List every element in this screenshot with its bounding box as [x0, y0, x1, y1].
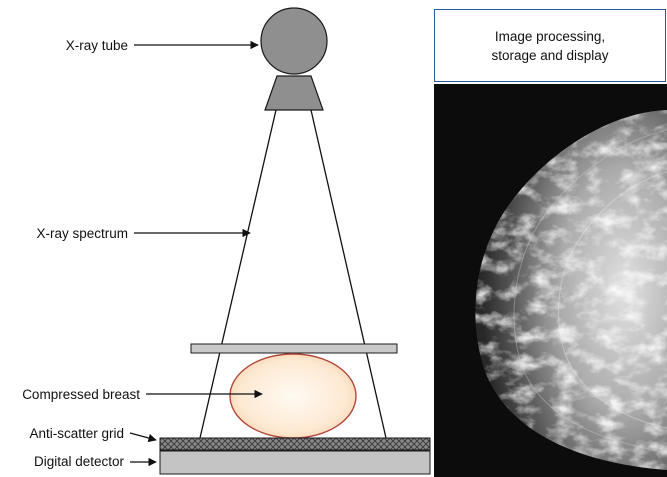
xray-beam	[199, 109, 387, 439]
anti-scatter-grid-shape	[159, 437, 431, 451]
xray-tube-icon	[260, 7, 328, 111]
panel-title-line1: Image processing,	[494, 28, 606, 44]
digital-detector-shape	[159, 450, 431, 475]
image-processing-panel-title: Image processing, storage and display	[434, 9, 666, 82]
compressed-breast-shape	[229, 353, 357, 439]
label-compressed-breast: Compressed breast	[22, 387, 140, 402]
label-digital-detector: Digital detector	[34, 454, 125, 469]
label-anti-scatter-grid: Anti-scatter grid	[29, 426, 124, 441]
label-xray-spectrum: X-ray spectrum	[36, 226, 128, 241]
label-compressed-breast-group: Compressed breast	[22, 387, 263, 402]
label-xray-tube: X-ray tube	[66, 38, 128, 53]
label-xray-tube-group: X-ray tube	[66, 38, 259, 53]
compression-paddle	[190, 343, 398, 354]
panel-title-line2: storage and display	[491, 47, 609, 63]
label-digital-detector-group: Digital detector	[34, 454, 157, 469]
label-anti-scatter-grid-group: Anti-scatter grid	[29, 426, 157, 443]
mammogram-image	[434, 84, 667, 477]
label-xray-spectrum-group: X-ray spectrum	[36, 226, 251, 241]
